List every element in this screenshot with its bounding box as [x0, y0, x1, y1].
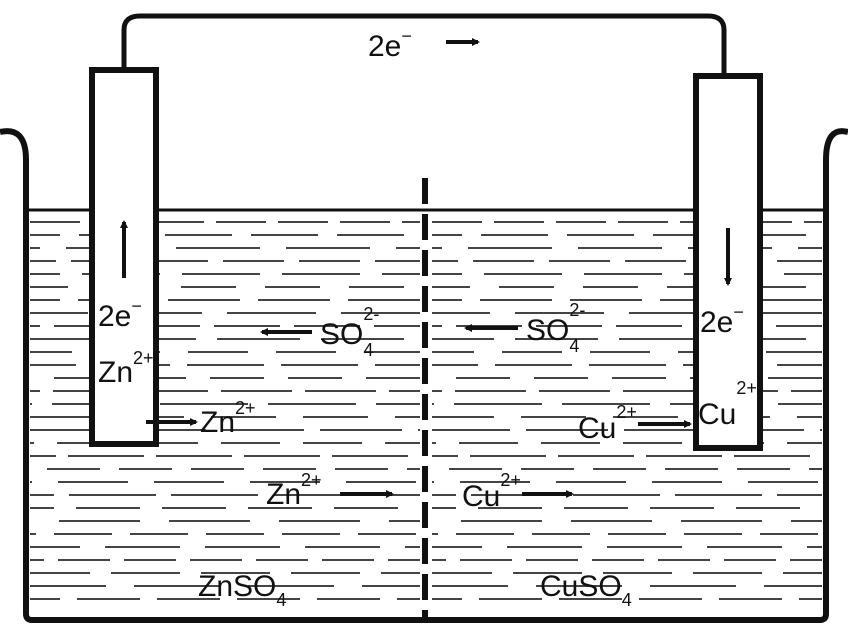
wire-electron-label: 2e− [368, 26, 412, 63]
copper-sulfate-solution-label: CuSO4 [540, 570, 632, 610]
zinc-electron-label: 2e− [98, 296, 142, 333]
copper-electron-label: 2e− [700, 302, 744, 339]
zinc-ion-out-label: Zn2+ [200, 398, 256, 439]
zinc-ion-label: Zn2+ [98, 348, 154, 389]
copper-ion-in-label: Cu2+ [578, 402, 637, 445]
left-sulfate-label: SO42- [320, 304, 379, 360]
right-sulfate-label: SO42- [526, 300, 585, 356]
zinc-sulfate-solution-label: ZnSO4 [198, 570, 286, 610]
copper-ion-migrate-label: Cu2+ [462, 470, 521, 513]
copper-ion-label: Cu2+ [698, 378, 757, 431]
external-wire [121, 13, 727, 76]
zinc-ion-migrate-label: Zn2+ [266, 470, 322, 511]
